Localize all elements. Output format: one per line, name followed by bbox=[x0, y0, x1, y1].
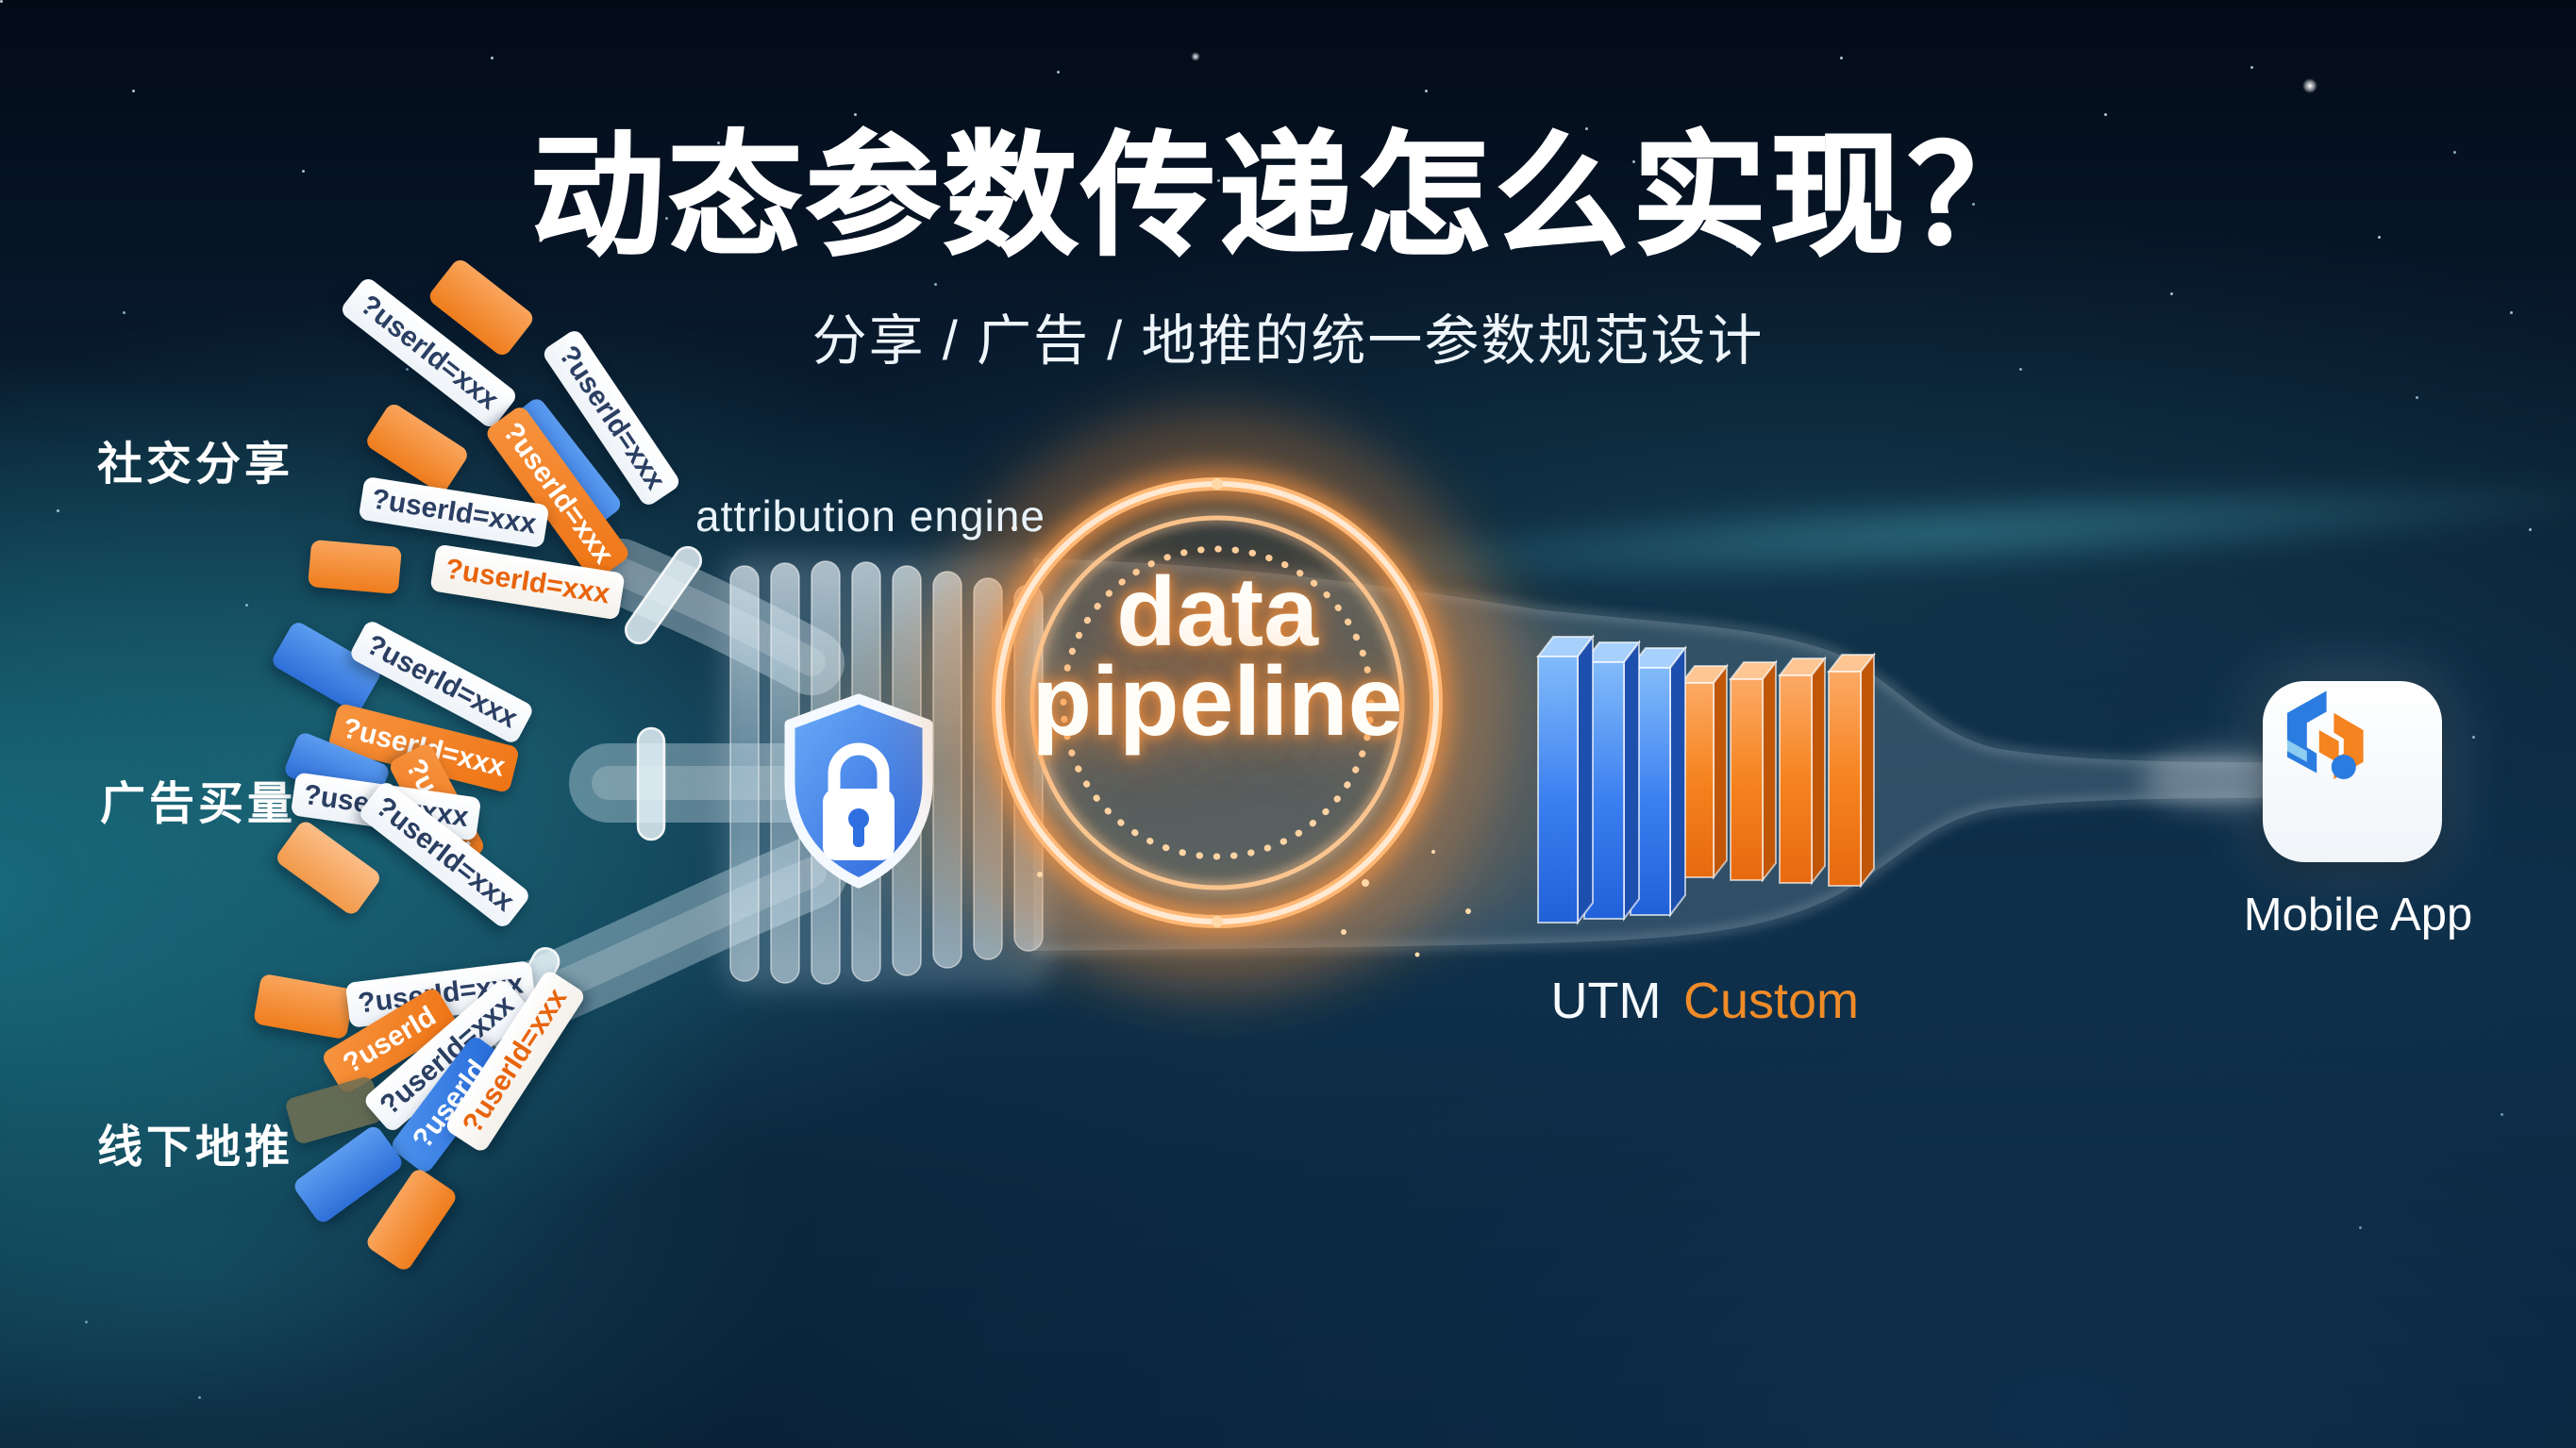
bright-star bbox=[2302, 78, 2317, 93]
mobile-app-icon bbox=[2263, 681, 2442, 862]
source-label-social-share: 社交分享 bbox=[97, 440, 294, 490]
attribution-engine-label: attribution engine bbox=[695, 491, 1045, 541]
utm-label: UTM bbox=[1550, 973, 1662, 1029]
mobile-app-logo-icon bbox=[2287, 691, 2364, 779]
utm-bars bbox=[1535, 634, 1688, 925]
data-pipeline-line2: pipeline bbox=[1031, 647, 1403, 757]
shield-lock-icon bbox=[784, 693, 933, 889]
param-chip-blank bbox=[308, 539, 402, 595]
data-pipeline-line1: data bbox=[1116, 558, 1318, 667]
custom-label: Custom bbox=[1682, 973, 1860, 1029]
custom-bars bbox=[1679, 652, 1877, 889]
page-title: 动态参数传递怎么实现？ bbox=[529, 121, 2046, 273]
page-subtitle: 分享 / 广告 / 地推的统一参数规范设计 bbox=[811, 310, 1765, 372]
data-pipeline-label: data pipeline bbox=[887, 558, 1547, 757]
ring-sparkles bbox=[1012, 478, 1471, 957]
source-label-offline-promo: 线下地推 bbox=[97, 1123, 294, 1173]
stars bbox=[0, 0, 3, 3]
mobile-app-label: Mobile App bbox=[2243, 890, 2473, 940]
bright-star bbox=[1191, 52, 1200, 61]
source-label-ad-buying: 广告买量 bbox=[100, 779, 297, 829]
data-pipeline-ring bbox=[925, 410, 1510, 995]
